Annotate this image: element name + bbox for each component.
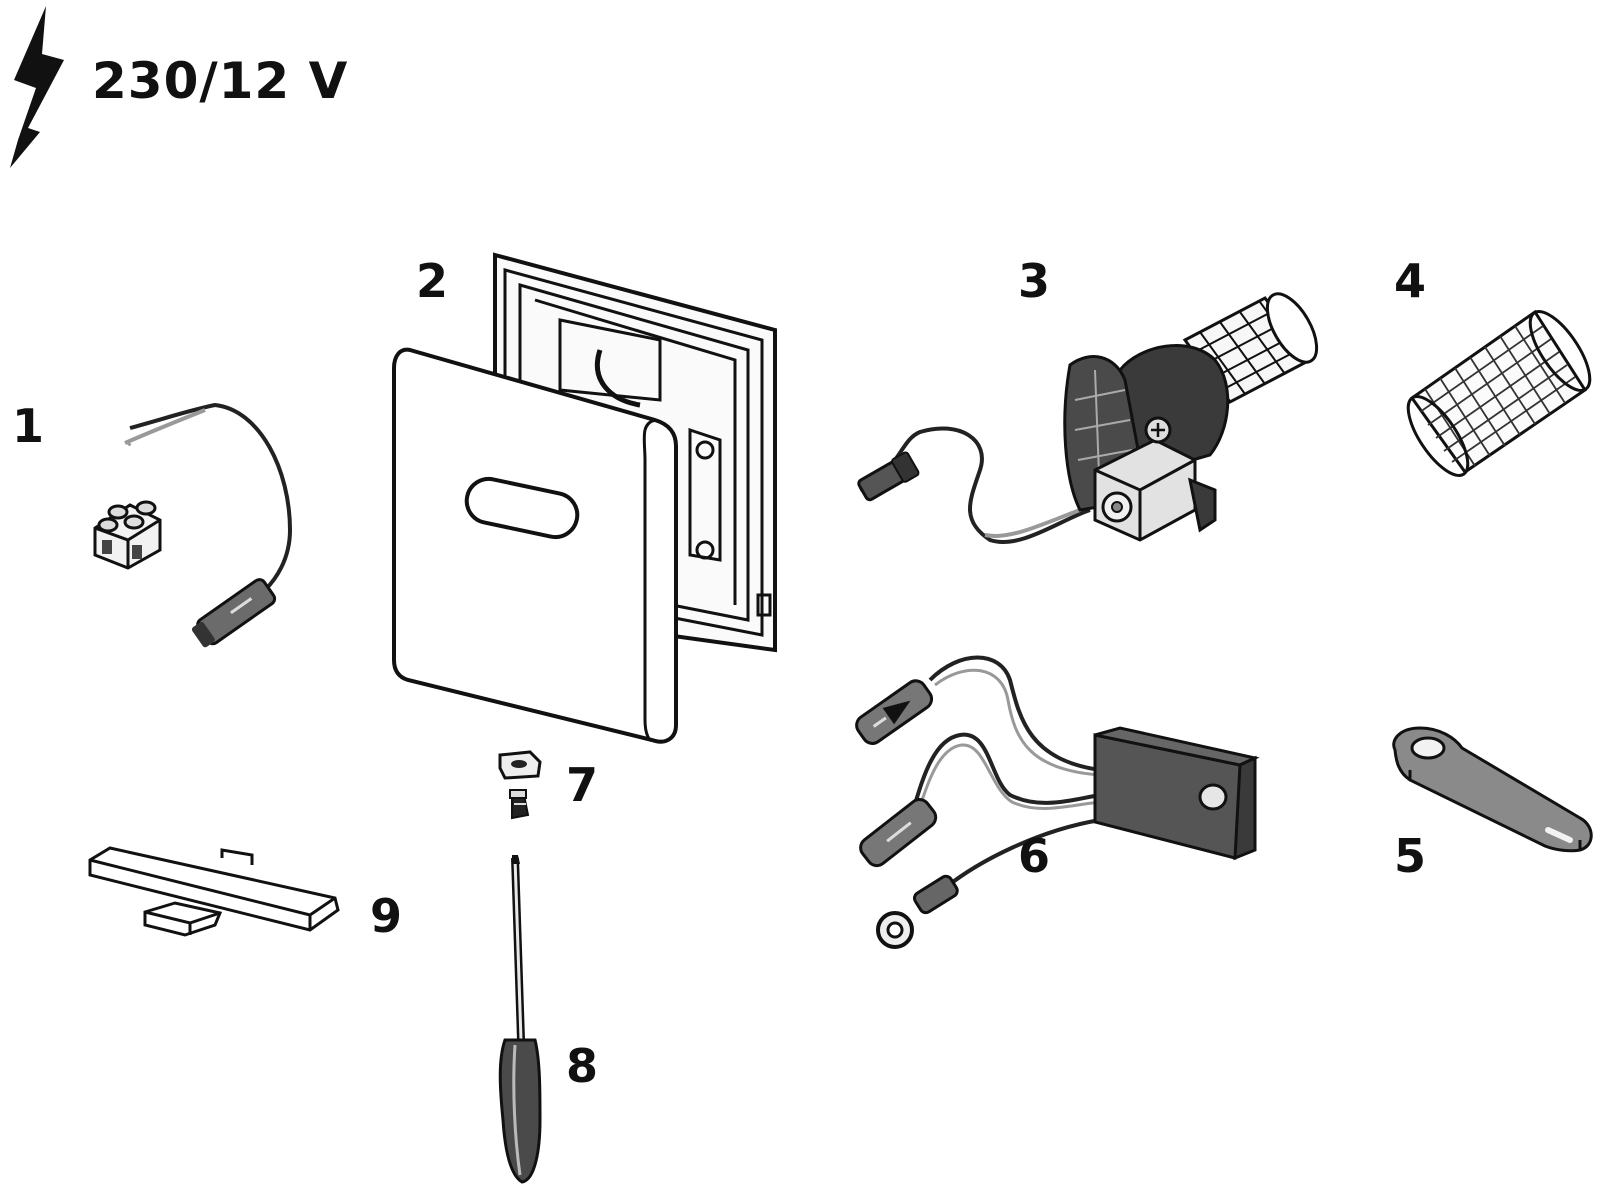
part-number-4: 4 xyxy=(1394,254,1427,308)
voltage-label: 230/12 V xyxy=(92,52,349,110)
electronic-module-with-cables-icon xyxy=(855,655,1260,949)
part-number-3: 3 xyxy=(1018,254,1051,308)
part-number-5: 5 xyxy=(1394,829,1427,883)
sensor-cable-with-terminal-block-icon xyxy=(93,402,293,648)
part-number-8: 8 xyxy=(566,1039,599,1093)
screw-and-nut-icon xyxy=(498,750,542,820)
part-number-6: 6 xyxy=(1018,829,1051,883)
spacer-strips-icon xyxy=(88,846,340,937)
mesh-filter-icon xyxy=(1406,309,1592,477)
cover-plate-and-mounting-frame-icon xyxy=(392,252,777,744)
screwdriver-icon xyxy=(498,855,542,1184)
part-number-1: 1 xyxy=(12,399,45,453)
key-tool-icon xyxy=(1392,726,1593,853)
solenoid-valve-with-strainer-icon xyxy=(857,292,1319,544)
lightning-bolt-icon xyxy=(10,6,64,168)
part-number-2: 2 xyxy=(416,254,449,308)
part-number-9: 9 xyxy=(370,889,403,943)
part-number-7: 7 xyxy=(566,758,599,812)
